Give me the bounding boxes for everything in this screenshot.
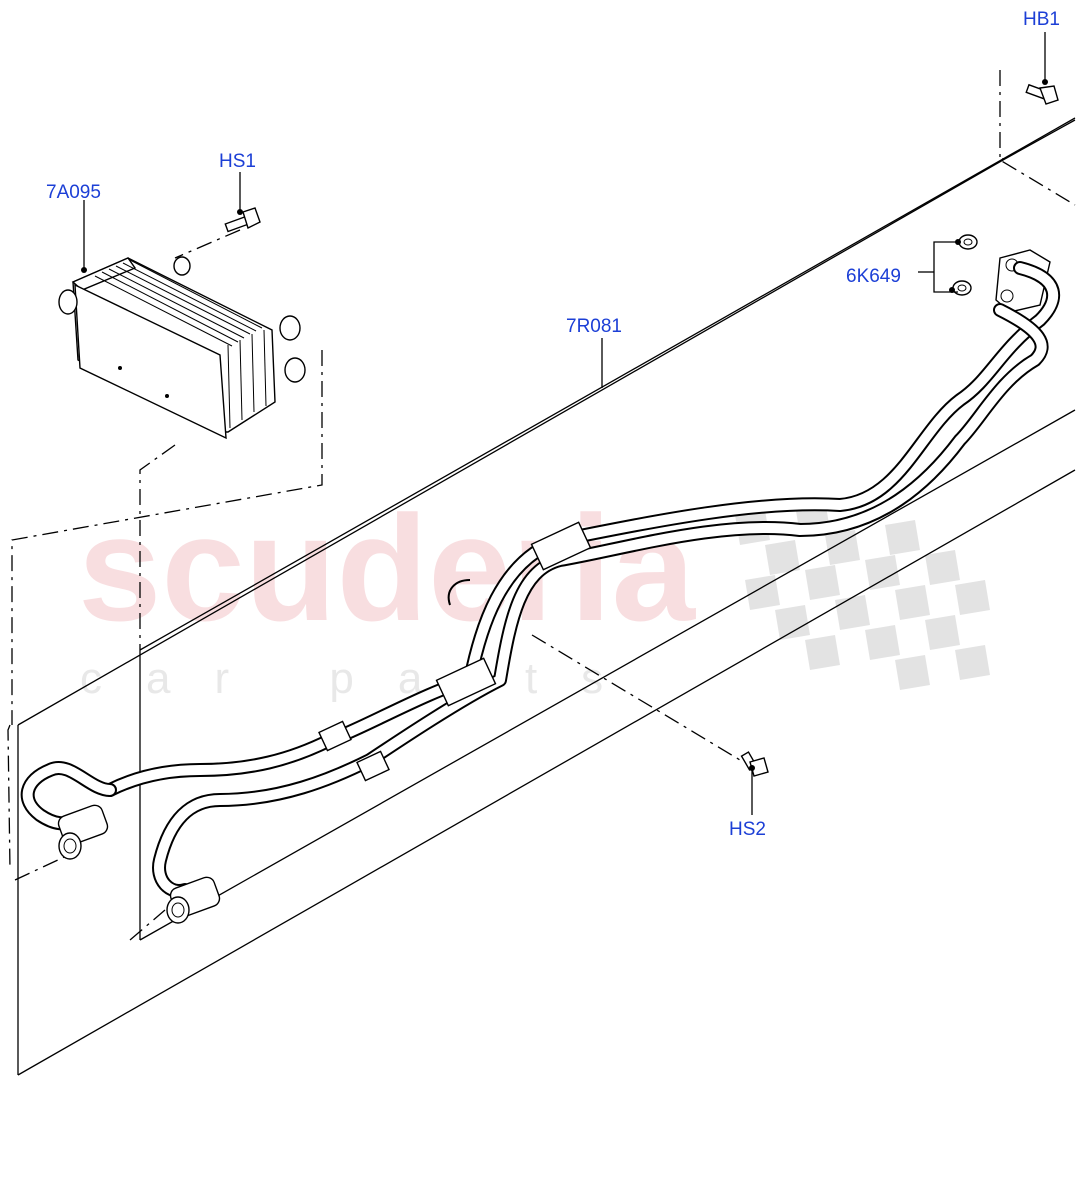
watermark-tagline: car parts <box>80 654 647 703</box>
callout-tube-assembly: 7R081 <box>566 316 622 337</box>
cooler-port <box>58 256 306 383</box>
callout-hs1: HS1 <box>219 151 256 172</box>
quick-connector-icon <box>57 804 221 924</box>
transmission-oil-cooler <box>58 256 306 440</box>
bolt-hb1-icon <box>1025 83 1059 105</box>
callouts: HB1 HS1 7A095 7R081 6K649 HS2 <box>46 9 1060 840</box>
callout-hb1: HB1 <box>1023 9 1060 30</box>
bolt-hs2-icon <box>740 751 769 777</box>
callout-cooler: 7A095 <box>46 182 101 203</box>
callout-hs2: HS2 <box>729 819 766 840</box>
dashed-leaders <box>7 70 1076 941</box>
callout-seal: 6K649 <box>846 266 901 287</box>
bolt-hs1-icon <box>224 207 261 233</box>
watermark: scuderia car parts <box>78 484 990 703</box>
assembly-panel-outline <box>17 117 1076 1076</box>
checkered-flag-icon <box>735 500 990 690</box>
watermark-brand: scuderia <box>78 484 697 652</box>
cooler-tube-assembly <box>20 261 1061 924</box>
